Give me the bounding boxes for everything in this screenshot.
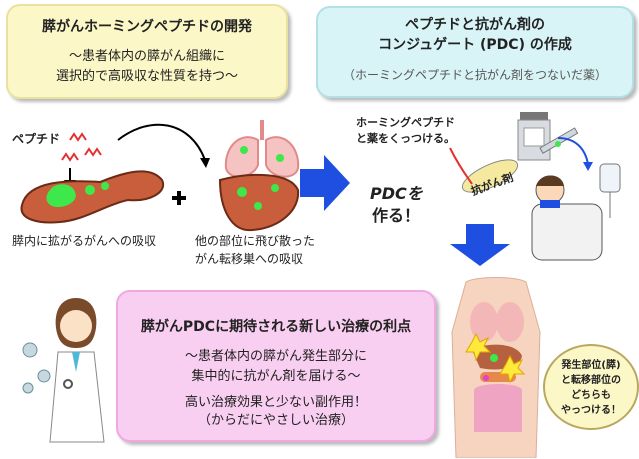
peptide-label: ペプチド — [12, 132, 61, 146]
right-illustration — [449, 112, 621, 266]
benefit-line4: （からだにやさしい治療） — [197, 413, 354, 428]
doctor-illustration — [22, 298, 105, 443]
left-illustration — [20, 120, 300, 232]
homing-line1: ～患者体内の膵がん組織に — [68, 49, 225, 64]
pdc-title-line1: ペプチドと抗がん剤の — [405, 17, 545, 33]
callout-line3: どちらも — [571, 390, 611, 401]
drug-vial-icon — [517, 112, 551, 161]
pdc-creation-box: ペプチドと抗がん剤の コンジュゲート (PDC) の作成 （ホーミングペプチドと… — [316, 6, 634, 98]
homing-peptide-box: 膵がんホーミングペプチドの開発 ～患者体内の膵がん組織に 選択的で高吸収な性質を… — [6, 4, 288, 99]
torso-illustration — [451, 277, 541, 458]
pdc-make-line1: PDCを — [370, 184, 423, 203]
attach-line1: ホーミングペプチド — [356, 116, 455, 129]
plus-icon — [172, 191, 186, 205]
homing-line2: 選択的で高吸収な性質を持つ～ — [55, 69, 238, 84]
blue-arrow-down-icon — [450, 224, 510, 266]
syringe-icon — [539, 127, 579, 154]
pdc-make-line2: 作る！ — [372, 206, 421, 225]
callout-line1: 発生部位(膵) — [561, 360, 621, 371]
attach-line2: と薬をくっつける。 — [356, 132, 455, 145]
pdc-subtitle: （ホーミングペプチドと抗がん剤をつないだ薬） — [342, 68, 607, 82]
benefit-line2: 集中的に抗がん剤を届ける～ — [191, 369, 361, 384]
benefit-line3: 高い治療効果と少ない副作用！ — [184, 395, 367, 410]
caption-metastasis-line2: がん転移巣への吸収 — [195, 252, 304, 266]
benefit-box: 膵がんPDCに期待される新しい治療の利点 ～患者体内の膵がん発生部分に 集中的に… — [116, 290, 436, 442]
callout-line2: と転移部位の — [561, 375, 621, 386]
benefit-line1: ～患者体内の膵がん発生部分に — [184, 349, 367, 364]
liver-icon — [218, 173, 300, 232]
benefit-title: 膵がんPDCに期待される新しい治療の利点 — [140, 319, 412, 335]
drug-capsule-icon — [461, 159, 519, 193]
callout-line4: やっつける！ — [561, 405, 621, 416]
homing-title: 膵がんホーミングペプチドの開発 — [42, 19, 252, 35]
doctor-icon — [49, 298, 105, 443]
caption-metastasis-line1: 他の部位に飛び散った — [195, 234, 316, 248]
explosion-icon — [465, 332, 526, 384]
caption-pancreas: 膵内に拡がるがんへの吸収 — [12, 234, 157, 248]
callout-bubble: 発生部位(膵) と転移部位の どちらも やっつける！ — [543, 344, 639, 430]
peptide-squiggles-icon — [61, 132, 102, 162]
patient-icon — [531, 175, 603, 261]
lungs-icon — [224, 120, 300, 178]
blue-arrow-right-icon — [300, 155, 350, 211]
virus-icon — [22, 342, 51, 394]
pancreas-icon — [20, 170, 165, 224]
pdc-title-line2: コンジュゲート (PDC) の作成 — [378, 37, 572, 53]
iv-bag-icon — [599, 163, 621, 218]
